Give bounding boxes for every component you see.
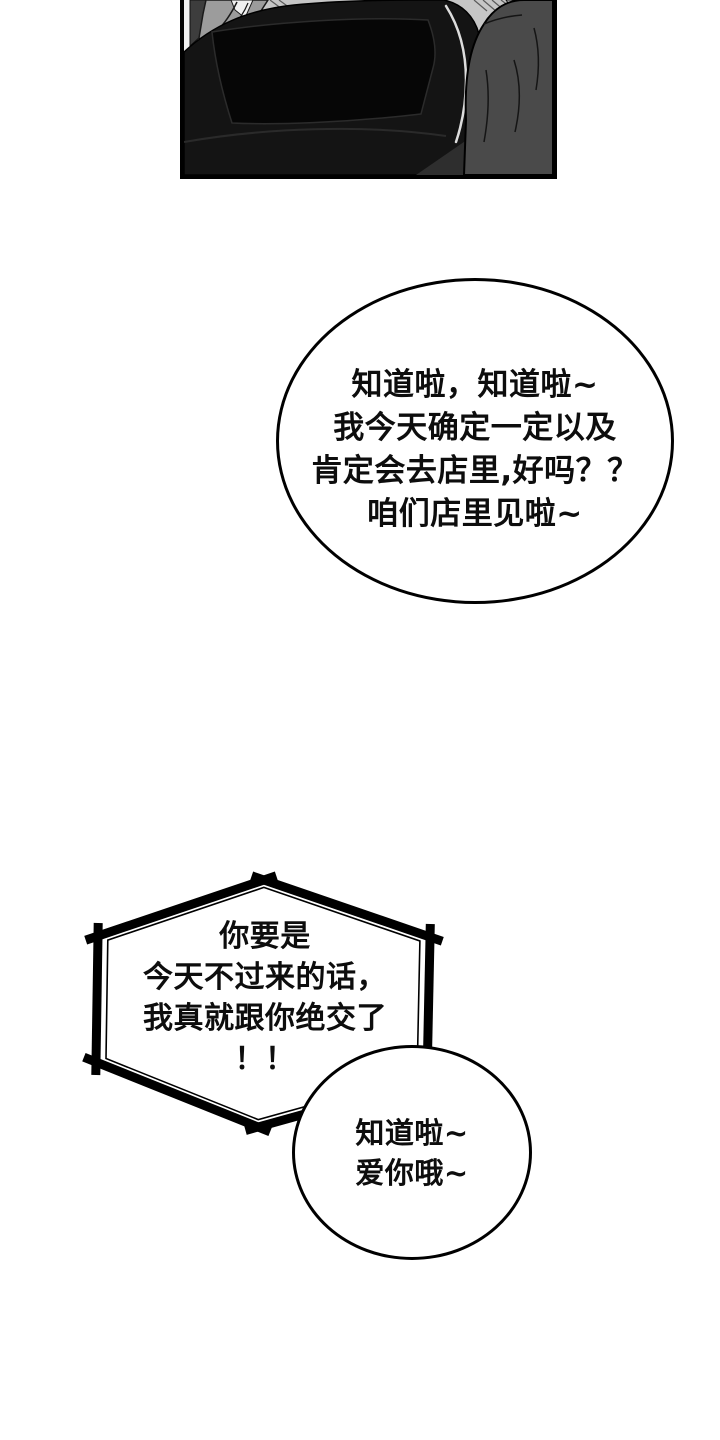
speech-line: ！！	[234, 1042, 296, 1077]
shout-bubble-text: 你要是 今天不过来的话， 我真就跟你绝交了 ！！	[100, 916, 430, 1080]
jacket-crease-lines	[483, 14, 540, 143]
hex-inner-line	[105, 886, 421, 1121]
speech-line: 咱们店里见啦~	[367, 496, 583, 532]
speech-line: 肯定会去店里,好吗？？	[311, 453, 639, 489]
speech-line: 知道啦~	[355, 1115, 469, 1150]
speech-line: 知道啦，知道啦~	[351, 367, 599, 403]
car-hood-line	[184, 127, 447, 143]
speech-line: 今天不过来的话，	[143, 960, 387, 995]
comic-panel	[180, 0, 557, 179]
car-windshield	[211, 18, 436, 125]
car-illustration	[184, 0, 486, 175]
speech-bubble-ellipse: 知道啦，知道啦~ 我今天确定一定以及 肯定会去店里,好吗？？ 咱们店里见啦~	[276, 278, 674, 604]
back-figure	[462, 0, 553, 175]
speech-line: 爱你哦~	[355, 1155, 469, 1190]
speech-line: 你要是	[219, 919, 311, 954]
speech-line: 我今天确定一定以及	[333, 410, 617, 446]
speech-line: 我真就跟你绝交了	[143, 1001, 387, 1036]
panel-illustration	[184, 0, 553, 175]
speech-bubble-circle: 知道啦~ 爱你哦~	[292, 1045, 532, 1260]
